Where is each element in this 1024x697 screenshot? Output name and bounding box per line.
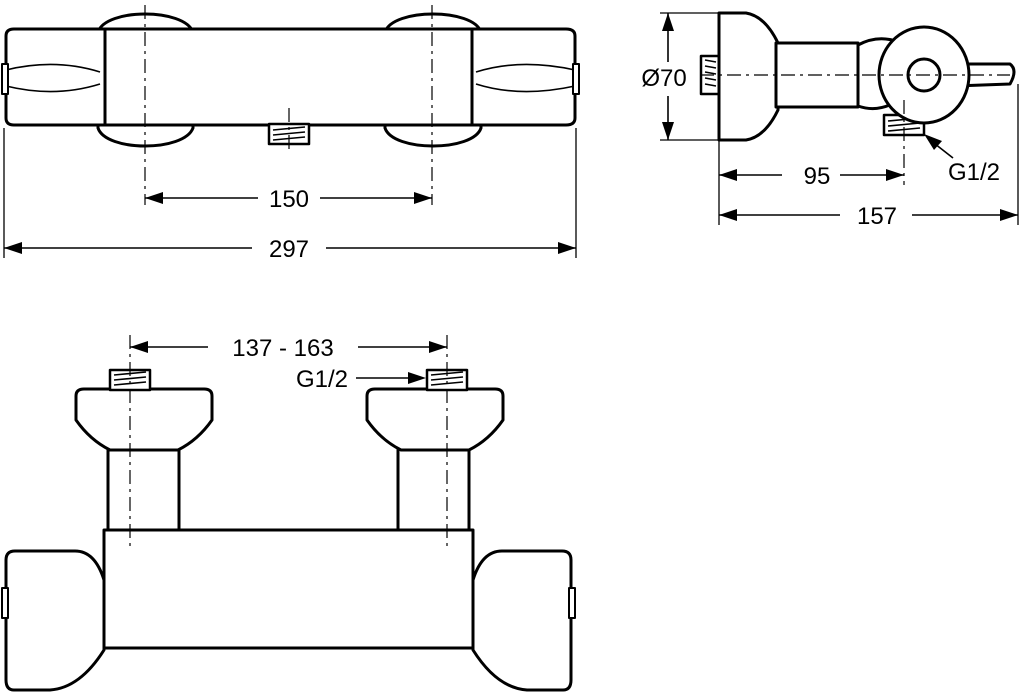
side-escutcheon (717, 11, 780, 142)
bottom-view: 137 - 163 G1/2 (1, 335, 576, 692)
bottom-right-thread (425, 368, 469, 392)
bottom-right-cap (365, 387, 505, 452)
side-view: Ø70 95 157 G1/2 (641, 11, 1019, 230)
front-right-handle (470, 27, 577, 127)
dim-label-157: 157 (857, 203, 897, 230)
dim-label-150: 150 (269, 186, 309, 213)
thread-label-bottom: G1/2 (296, 366, 348, 393)
dim-label-297: 297 (269, 236, 309, 263)
dim-label-95: 95 (804, 163, 831, 190)
bottom-right-pillar (396, 446, 471, 534)
bottom-right-handle (471, 549, 573, 692)
front-left-handle (4, 27, 107, 127)
dim-label-spacing-range: 137 - 163 (232, 335, 333, 362)
bottom-left-cap (74, 387, 214, 452)
thread-label-side: G1/2 (948, 159, 1000, 186)
bottom-left-handle (4, 549, 106, 692)
front-view: 150 297 (1, 5, 580, 263)
bottom-body (102, 528, 475, 650)
dim-label-diameter: Ø70 (641, 65, 686, 92)
bottom-left-pillar (106, 446, 181, 534)
